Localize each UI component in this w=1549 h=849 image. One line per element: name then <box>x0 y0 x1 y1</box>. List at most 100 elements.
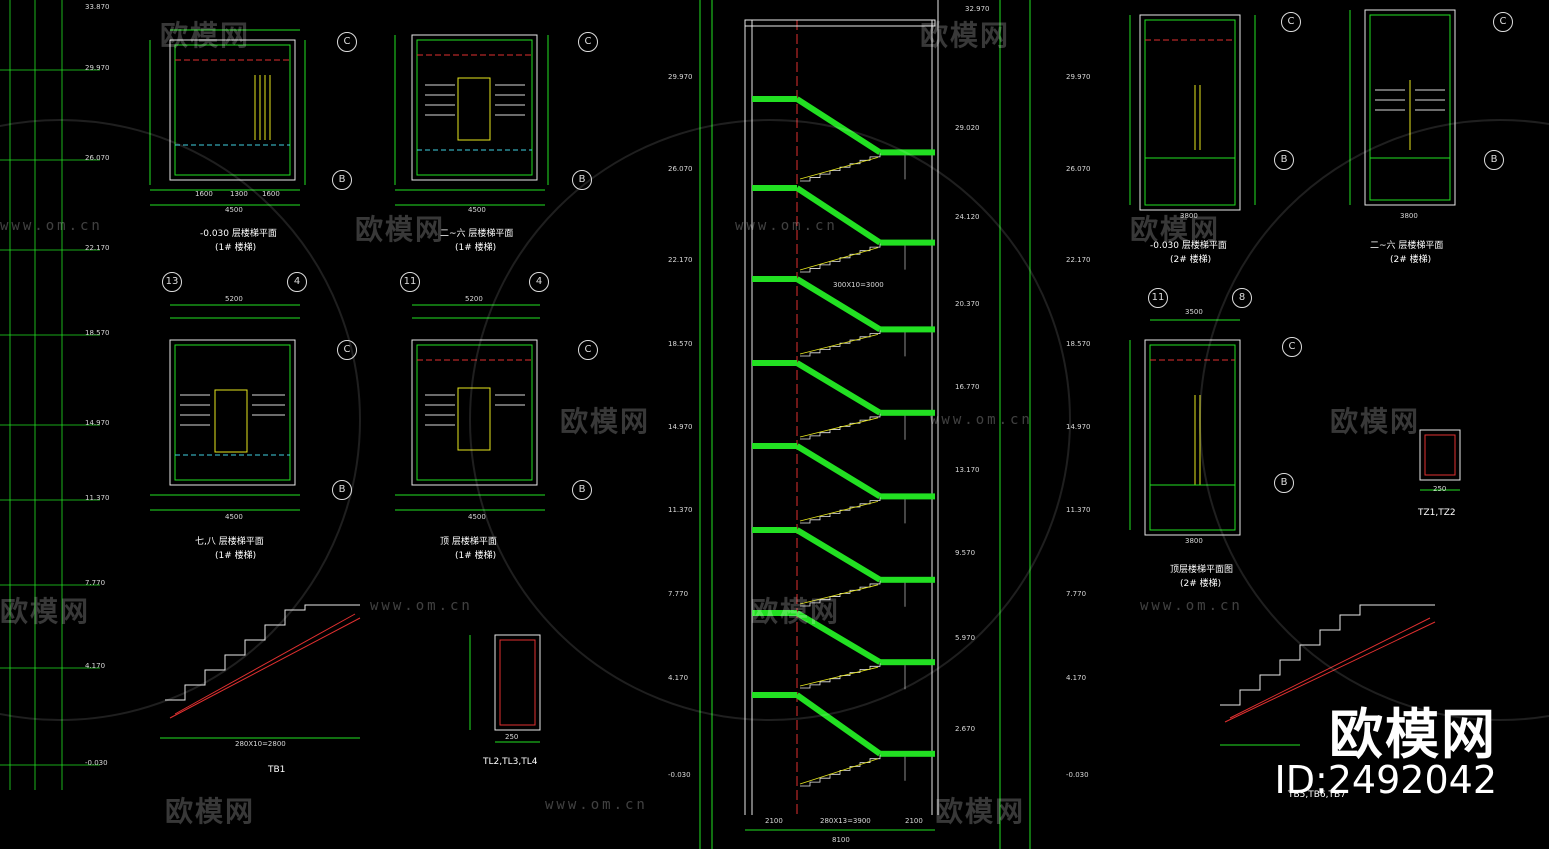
elevation-label: 33.870 <box>85 3 110 11</box>
dim-label: 2100 <box>765 817 783 825</box>
watermark-brand: 欧模网 <box>750 595 841 628</box>
stair-steps <box>800 330 881 357</box>
plan-7-stair <box>1129 319 1241 536</box>
plan-3-stair <box>150 304 300 511</box>
plan-4-stair <box>395 304 545 511</box>
grid-bubble: 11 <box>400 272 420 292</box>
elevation-label: 11.370 <box>85 494 110 502</box>
elevation-label: 22.170 <box>1066 256 1091 264</box>
watermark-brand: 欧模网 <box>165 795 256 828</box>
elevation-label: 29.970 <box>1066 73 1091 81</box>
stair-steps <box>800 243 881 273</box>
left-elevation-axis <box>0 0 100 790</box>
landing-slab <box>880 493 935 500</box>
section-elevation-label: 2.670 <box>955 725 976 733</box>
grid-bubble: C <box>337 340 357 360</box>
section-elevation-label: 5.970 <box>955 634 976 642</box>
stair-flight <box>795 610 882 665</box>
stair-rail <box>799 758 879 785</box>
corner-brand-name: 欧模网 <box>1329 703 1497 766</box>
section-elevation-label: 29.020 <box>955 124 980 132</box>
tz-detail <box>1419 429 1461 491</box>
dim-label: 300X10=3000 <box>833 281 884 289</box>
elevation-label: 7.770 <box>668 590 689 598</box>
section-elevation-label: 32.970 <box>965 5 990 13</box>
elevation-label: 14.970 <box>85 419 110 427</box>
grid-bubble: B <box>332 480 352 500</box>
grid-bubble: 4 <box>529 272 549 292</box>
stair-flight <box>795 360 882 416</box>
watermark-rings <box>0 119 1549 721</box>
elevation-label: -0.030 <box>1066 771 1089 779</box>
watermark-url: www.om.cn <box>370 598 473 614</box>
stair-flight <box>795 276 882 332</box>
elevation-label: 11.370 <box>668 506 693 514</box>
dim-label: 280X13=3900 <box>820 817 871 825</box>
elevation-label: -0.030 <box>85 759 108 767</box>
detail-label: TZ1,TZ2 <box>1418 508 1456 518</box>
grid-bubble: B <box>572 170 592 190</box>
landing-slab <box>752 610 797 616</box>
detail-label: TB5,TB6,TB7 <box>1288 790 1346 800</box>
tb5-detail <box>1220 604 1436 746</box>
watermark-brand: 欧模网 <box>1330 405 1421 438</box>
stair-rail <box>799 666 879 687</box>
elevation-label: 26.070 <box>668 165 693 173</box>
stair-flight <box>795 527 882 583</box>
grid-bubble: 13 <box>162 272 182 292</box>
landing-slab <box>880 659 935 666</box>
plan-title: 七,八 层楼梯平面 <box>195 537 264 547</box>
watermark-brand: 欧模网 <box>1130 213 1221 246</box>
landing-slab <box>880 149 935 156</box>
elevation-label: 29.970 <box>668 73 693 81</box>
dim-label: 1600 <box>262 190 280 198</box>
landing-slab <box>752 692 797 698</box>
plan-title: 顶层楼梯平面图 <box>1170 565 1234 575</box>
plan-subtitle: (1# 楼梯) <box>215 243 257 253</box>
stair-rail <box>799 584 879 605</box>
dim-label: 4500 <box>225 206 243 214</box>
watermark-url: www.om.cn <box>545 797 648 813</box>
dim-label: 250 <box>1433 485 1447 493</box>
landing-slab <box>752 443 797 449</box>
landing-slab <box>752 185 797 191</box>
landing-slab <box>880 576 935 583</box>
grid-bubble: C <box>1281 12 1301 32</box>
landing-slab <box>880 326 935 333</box>
elevation-label: 14.970 <box>668 423 693 431</box>
grid-bubble: B <box>332 170 352 190</box>
grid-bubble: C <box>1282 337 1302 357</box>
landing-slab <box>880 409 935 416</box>
grid-bubble: C <box>1493 12 1513 32</box>
stair-flight <box>795 185 882 246</box>
grid-bubble: B <box>1484 150 1504 170</box>
plan-title: 二~六 层楼梯平面 <box>440 229 514 239</box>
watermark-url: www.om.cn <box>0 218 103 234</box>
plan-1-stair <box>149 29 306 206</box>
landing-slab <box>752 360 797 366</box>
detail-label: TB1 <box>268 765 286 775</box>
elevation-label: 11.370 <box>1066 506 1091 514</box>
elevation-label: 22.170 <box>668 256 693 264</box>
elevation-label: 4.170 <box>668 674 689 682</box>
elevation-label: 26.070 <box>85 154 110 162</box>
elevation-label: 18.570 <box>85 329 110 337</box>
plan-subtitle: (2# 楼梯) <box>1390 255 1432 265</box>
plan-subtitle: (1# 楼梯) <box>215 551 257 561</box>
dim-label: 3500 <box>1185 308 1203 316</box>
elevation-label: 7.770 <box>1066 590 1087 598</box>
dim-label: 2100 <box>905 817 923 825</box>
elevation-label: -0.030 <box>668 771 691 779</box>
dim-label: 1300 <box>230 190 248 198</box>
plan-subtitle: (1# 楼梯) <box>455 551 497 561</box>
plan-2-stair <box>394 34 549 206</box>
plan-title: -0.030 层楼梯平面 <box>1150 241 1227 251</box>
dim-label: 3800 <box>1185 537 1203 545</box>
dim-label: 3800 <box>1180 212 1198 220</box>
dim-label: 1600 <box>195 190 213 198</box>
dim-label: 4500 <box>225 513 243 521</box>
grid-bubble: 8 <box>1232 288 1252 308</box>
section-flights <box>752 96 935 787</box>
stair-flight <box>795 692 882 757</box>
